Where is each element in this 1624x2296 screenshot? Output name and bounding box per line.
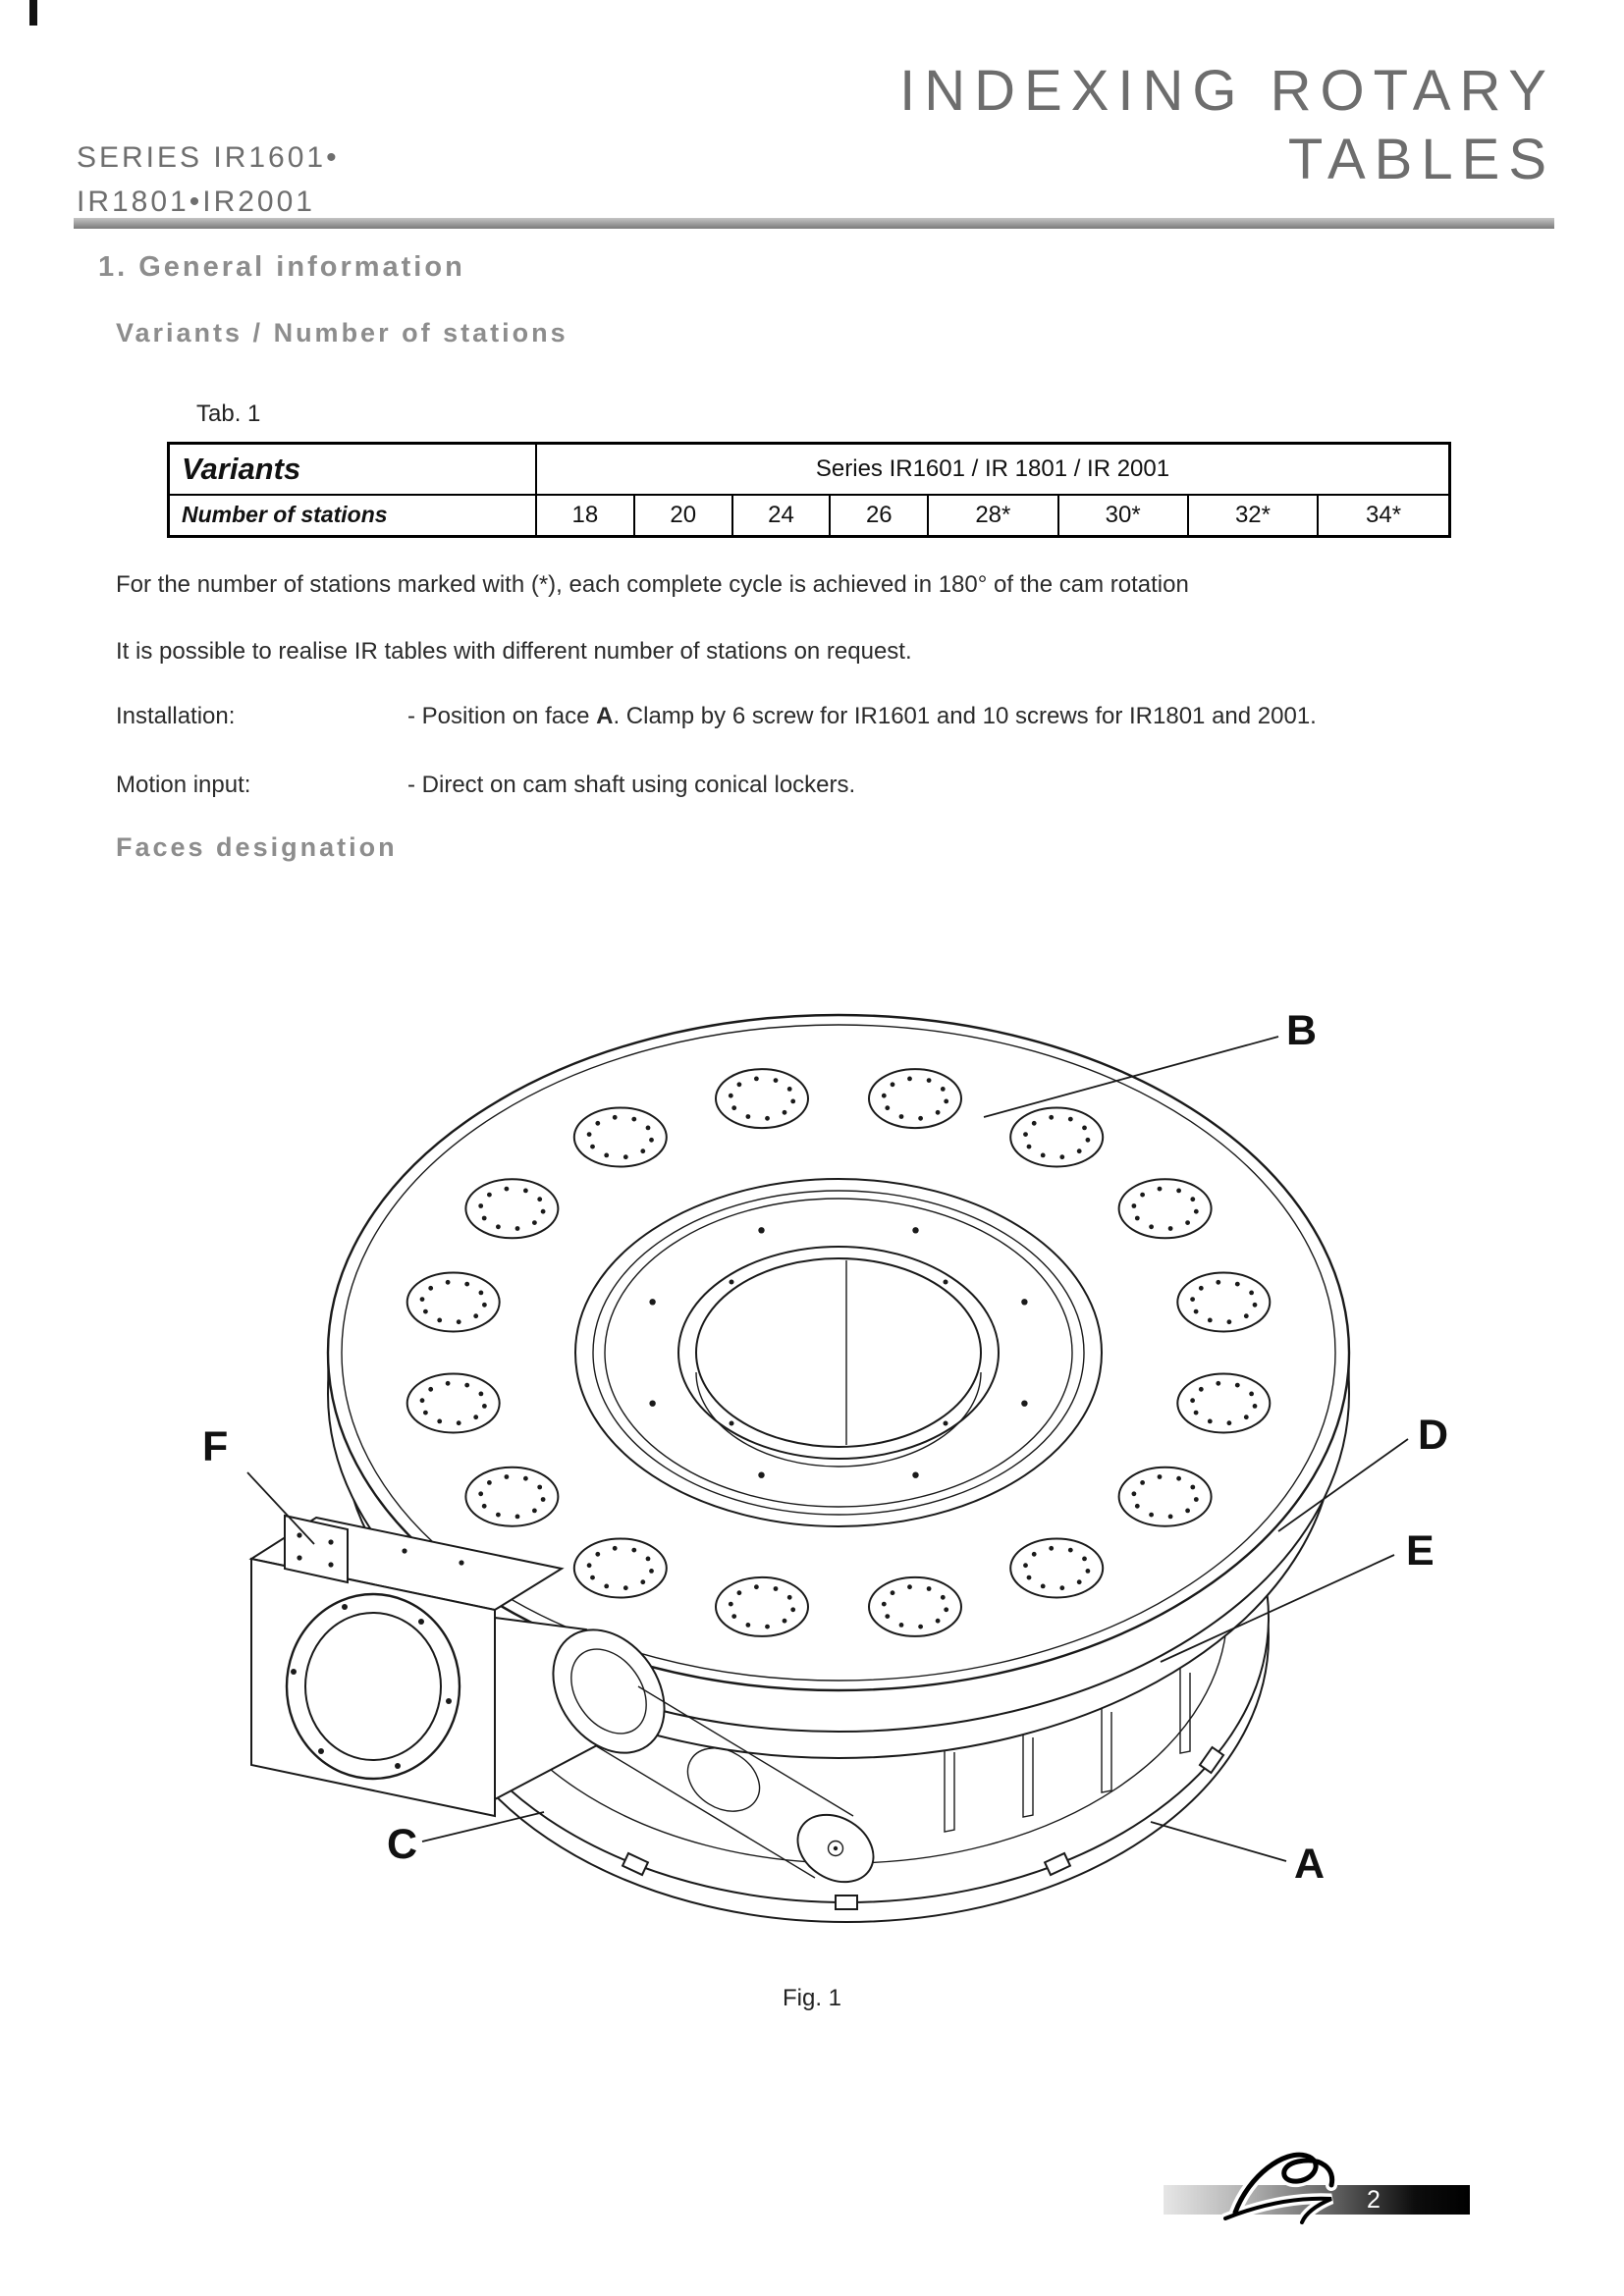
stations-value: 24 — [731, 494, 832, 538]
stations-value: 32* — [1186, 494, 1320, 538]
subheading-faces: Faces designation — [116, 832, 398, 862]
spec-installation-prefix: - Position on face — [407, 703, 597, 729]
spec-motion: Motion input: - Direct on cam shaft using… — [116, 772, 855, 799]
series-line-1: SERIES IR1601• — [77, 141, 340, 174]
note-request: It is possible to realise IR tables with… — [116, 638, 912, 665]
figure-rotary-table-drawing: B D E A C F — [169, 970, 1455, 1951]
input-shaft — [594, 1685, 875, 1884]
station-bosses — [406, 1068, 1272, 1637]
face-label-a: A — [1294, 1841, 1325, 1888]
face-label-b: B — [1286, 1007, 1317, 1054]
series-line-2: IR1801•IR2001 — [77, 186, 315, 218]
housing-bore — [285, 1592, 461, 1781]
face-label-e: E — [1406, 1527, 1435, 1575]
face-label-d: D — [1418, 1412, 1448, 1459]
face-label-f: F — [202, 1423, 228, 1470]
header-rule — [74, 218, 1554, 229]
stations-value: 28* — [927, 494, 1059, 538]
series-header-cell: Series IR1601 / IR 1801 / IR 2001 — [535, 442, 1451, 496]
stations-header-cell: Number of stations — [167, 494, 537, 538]
drive-housing — [248, 1514, 666, 1818]
face-label-c: C — [387, 1821, 417, 1868]
stations-label: Number of stations — [182, 502, 388, 527]
stations-value: 26 — [829, 494, 930, 538]
note-asterisk: For the number of stations marked with (… — [116, 571, 1189, 598]
title-line-1: INDEXING ROTARY — [899, 59, 1555, 123]
subheading-variants: Variants / Number of stations — [116, 318, 568, 347]
rotary-table-isometric-drawing: B D E A C F — [202, 1007, 1448, 1923]
spec-motion-value: - Direct on cam shaft using conical lock… — [407, 772, 856, 798]
series-heading: SERIES IR1601• IR1801•IR2001 — [77, 135, 340, 224]
page-number: 2 — [1367, 2186, 1380, 2214]
stations-value: 18 — [535, 494, 635, 538]
rotary-table-top — [326, 1013, 1351, 1692]
spec-motion-label: Motion input: — [116, 772, 251, 798]
variants-label: Variants — [182, 452, 301, 486]
spec-installation-label: Installation: — [116, 703, 236, 729]
brand-logo-icon — [1219, 2149, 1338, 2228]
stations-value: 30* — [1056, 494, 1189, 538]
leader-lines — [246, 1036, 1409, 1862]
table-caption: Tab. 1 — [196, 400, 261, 427]
title-line-2: TABLES — [1287, 128, 1555, 191]
spec-installation-suffix: . Clamp by 6 screw for IR1601 and 10 scr… — [613, 703, 1317, 729]
stations-value: 34* — [1317, 494, 1451, 538]
page-title: INDEXING ROTARY TABLES — [899, 57, 1555, 194]
side-plate — [284, 1514, 349, 1584]
face-labels: B D E A C F — [202, 1007, 1448, 1888]
variants-header-cell: Variants — [167, 442, 537, 496]
base-ribs — [944, 1669, 1191, 1833]
section-heading-general: 1. General information — [98, 251, 465, 283]
figure-caption: Fig. 1 — [782, 1985, 842, 2011]
center-bore — [677, 1246, 1000, 1468]
stations-value: 20 — [632, 494, 733, 538]
center-plate-screws — [649, 1227, 1028, 1478]
spec-installation-face: A — [596, 703, 614, 729]
spec-installation: Installation: - Position on face A. Clamp… — [116, 703, 1317, 730]
crop-mark — [29, 0, 37, 26]
variants-table: Variants Series IR1601 / IR 1801 / IR 20… — [167, 442, 1451, 538]
